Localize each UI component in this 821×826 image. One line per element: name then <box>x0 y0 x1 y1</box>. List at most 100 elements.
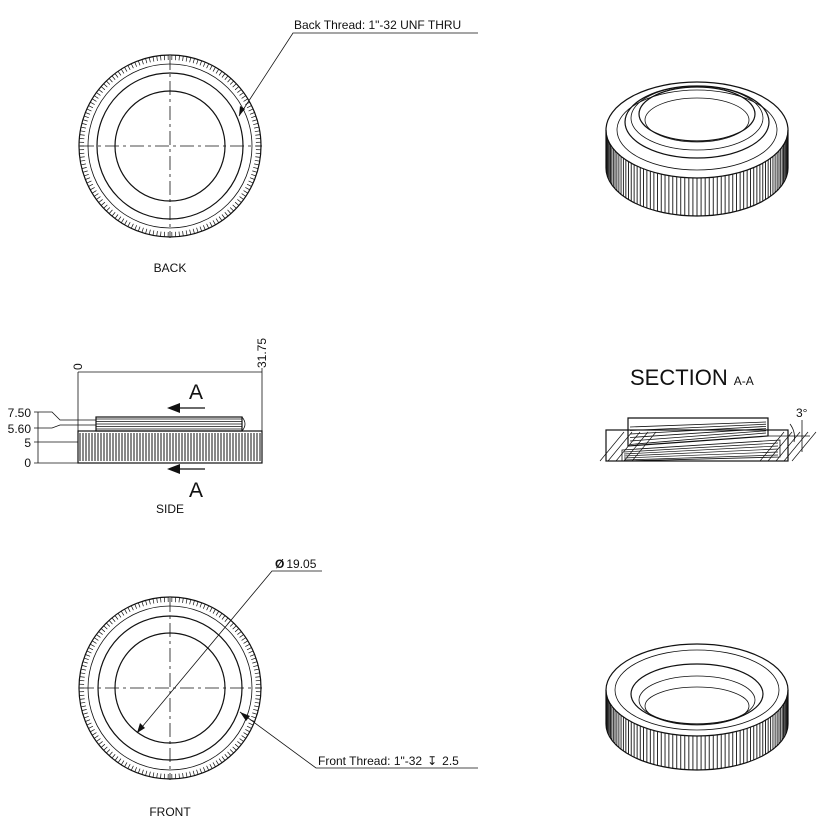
knurl-tooth <box>212 220 216 225</box>
knurl-tooth <box>232 83 237 88</box>
knurl-tooth <box>203 767 206 773</box>
hatch-line <box>783 431 809 462</box>
knurl-tooth <box>212 762 216 767</box>
knurl-tooth <box>124 67 128 72</box>
knurl-tooth <box>206 63 210 69</box>
knurl-tooth <box>251 115 257 119</box>
knurl-tooth <box>85 719 91 722</box>
knurl-tooth <box>106 749 111 754</box>
cut-arrow-top-head <box>167 403 180 413</box>
knurl-tooth <box>106 80 111 85</box>
knurl-tooth <box>100 86 106 91</box>
knurl-tooth <box>229 622 234 627</box>
knurl-tooth <box>120 218 125 224</box>
iso-top-bore-inner <box>644 97 750 143</box>
knurl-tooth <box>254 705 260 708</box>
knurl-tooth <box>82 661 88 664</box>
knurl-tooth <box>245 101 250 105</box>
knurl-tooth <box>94 637 99 641</box>
knurl-tooth <box>209 222 213 227</box>
knurl-tooth <box>237 741 242 745</box>
knurl-tooth <box>251 715 257 719</box>
knurl-tooth <box>86 108 92 112</box>
knurl-tooth <box>80 701 86 704</box>
dim-horizontal-31-75: 31.75 <box>255 338 269 368</box>
knurl-tooth <box>160 597 162 603</box>
knurl-tooth <box>239 196 244 200</box>
dim-horizontal-0: 0 <box>71 363 85 370</box>
knurl-tooth <box>127 65 131 70</box>
depth-symbol: ↧ <box>427 754 437 768</box>
iso-view-top <box>605 81 789 217</box>
knurl-tooth <box>120 610 125 616</box>
section-lower-thread-lines <box>623 442 779 461</box>
front-thread-leader <box>239 711 478 769</box>
knurl-tooth <box>86 722 92 726</box>
section-thread <box>629 421 767 428</box>
knurl-tooth <box>152 56 155 62</box>
knurl-tooth <box>203 603 206 609</box>
knurl-tooth <box>80 672 86 675</box>
knurl-tooth <box>224 212 229 217</box>
section-thread <box>623 445 779 455</box>
knurl-tooth <box>100 743 106 748</box>
knurl-tooth <box>108 209 113 214</box>
knurl-tooth <box>88 183 94 187</box>
knurl-tooth <box>79 134 85 136</box>
knurl-tooth <box>141 59 144 65</box>
cut-letter-top: A <box>189 381 203 404</box>
section-thread <box>623 451 779 459</box>
knurl-tooth <box>248 108 254 112</box>
knurl-tooth <box>111 617 116 622</box>
knurl-tooth <box>192 600 195 606</box>
knurl-tooth <box>91 732 97 736</box>
knurl-tooth <box>246 183 252 187</box>
knurl-tooth <box>98 631 103 635</box>
hatch-line <box>615 431 641 462</box>
side-knurl-lines <box>79 433 261 461</box>
knurl-tooth <box>81 709 87 711</box>
knurl-tooth <box>199 60 203 66</box>
knurl-tooth <box>152 598 155 604</box>
knurl-tooth <box>212 609 216 614</box>
knurl-tooth <box>199 602 203 608</box>
knurl-tooth <box>160 773 162 779</box>
knurl-tooth <box>94 193 99 197</box>
knurl-tooth <box>237 89 242 93</box>
knurl-tooth <box>237 199 242 203</box>
iso-view-bottom <box>605 643 789 771</box>
knurl-tooth <box>124 220 128 225</box>
knurl-tooth <box>160 231 162 237</box>
knurl-tooth <box>124 609 128 614</box>
back-view-label: BACK <box>154 261 187 275</box>
knurl-tooth <box>215 68 220 74</box>
knurl-tooth <box>85 654 91 657</box>
knurl-tooth <box>241 95 246 99</box>
front-thread-callout: Front Thread: 1"-32↧2.5 <box>318 754 459 768</box>
knurl-tooth <box>189 771 192 777</box>
knurl-tooth <box>206 765 210 771</box>
knurl-tooth <box>117 216 122 221</box>
knurl-tooth <box>114 756 119 761</box>
knurl-tooth <box>254 701 260 704</box>
knurl-tooth <box>249 654 255 657</box>
knurl-tooth <box>254 672 260 675</box>
section-thread <box>623 448 779 457</box>
knurl-tooth <box>127 764 131 769</box>
dim-vertical-5-60: 5.60 <box>8 422 32 436</box>
knurl-tooth <box>178 231 180 237</box>
knurl-tooth <box>94 95 99 99</box>
knurl-tooth <box>255 698 261 700</box>
knurl-tooth <box>90 187 95 191</box>
knurl-tooth <box>248 180 254 184</box>
iso-bottom-knurl <box>605 690 789 770</box>
knurl-tooth <box>134 225 137 231</box>
knurl-tooth <box>156 597 158 603</box>
knurl-tooth <box>218 71 223 76</box>
knurl-tooth <box>130 63 134 69</box>
iso-bottom-rim <box>605 643 789 737</box>
knurl-tooth <box>94 735 99 739</box>
knurl-tooth <box>192 770 195 776</box>
iso-bottom-bore <box>644 686 750 726</box>
